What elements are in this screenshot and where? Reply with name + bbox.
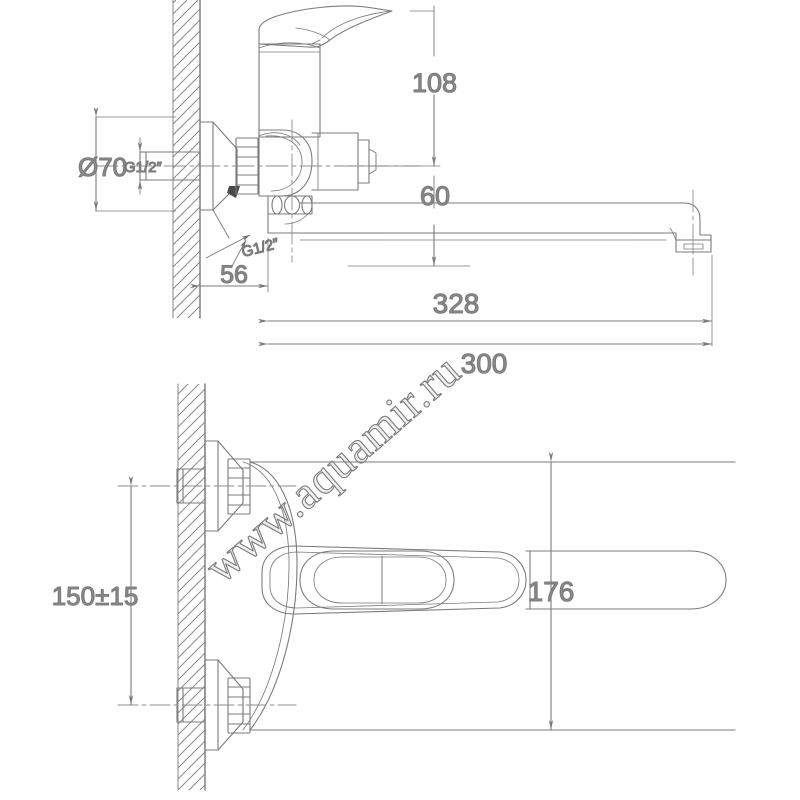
dimension-d150-label: 150±15 [52, 581, 139, 611]
escutcheon-top [199, 121, 240, 239]
thread-callout-bottom-label: G1/2″ [240, 235, 281, 261]
thread-callout-top: G1/2″ [123, 137, 163, 195]
spout-plan-end [525, 550, 727, 610]
dimension-d108: 108 [347, 5, 458, 167]
dimension-d108-label: 108 [412, 68, 457, 98]
dimension-d300: 300 [258, 341, 713, 380]
dimension-d328: 328 [258, 254, 713, 347]
dimension-d328-label: 328 [433, 288, 480, 319]
dimension-d56: 56 [190, 237, 269, 293]
inlet-escutcheon-upper [176, 440, 251, 532]
dimension-d70-label: Ø70 [78, 152, 127, 182]
dimension-d56-label: 56 [220, 261, 248, 289]
spout-side-elevation [267, 202, 712, 253]
side-elevation-view: Ø70 G1/2″ G1/2″ 56 108 [77, 0, 713, 380]
wall-section-top [172, 0, 201, 319]
plan-top-view: 150±15 176 [51, 383, 736, 791]
lever-handle-plan [261, 545, 527, 615]
thread-callout-top-label: G1/2″ [124, 159, 163, 176]
dimension-d176-label: 176 [528, 576, 575, 607]
dimension-d300-label: 300 [461, 348, 508, 379]
dimension-d60: 60 [347, 175, 471, 267]
dimension-d60-label: 60 [420, 181, 450, 211]
inlet-escutcheon-lower [176, 659, 251, 751]
centerlines-bottom-view [117, 485, 297, 706]
dimension-d176: 176 [429, 452, 575, 731]
wall-section-bottom [177, 383, 206, 791]
dimension-d150: 150±15 [51, 476, 139, 706]
lever-handle-side [258, 5, 393, 48]
centerlines-top-view [95, 119, 694, 276]
dimension-d70: Ø70 [77, 107, 177, 212]
mixer-cartridge-barrel [258, 42, 321, 138]
mixer-body-valve-block [258, 129, 377, 234]
